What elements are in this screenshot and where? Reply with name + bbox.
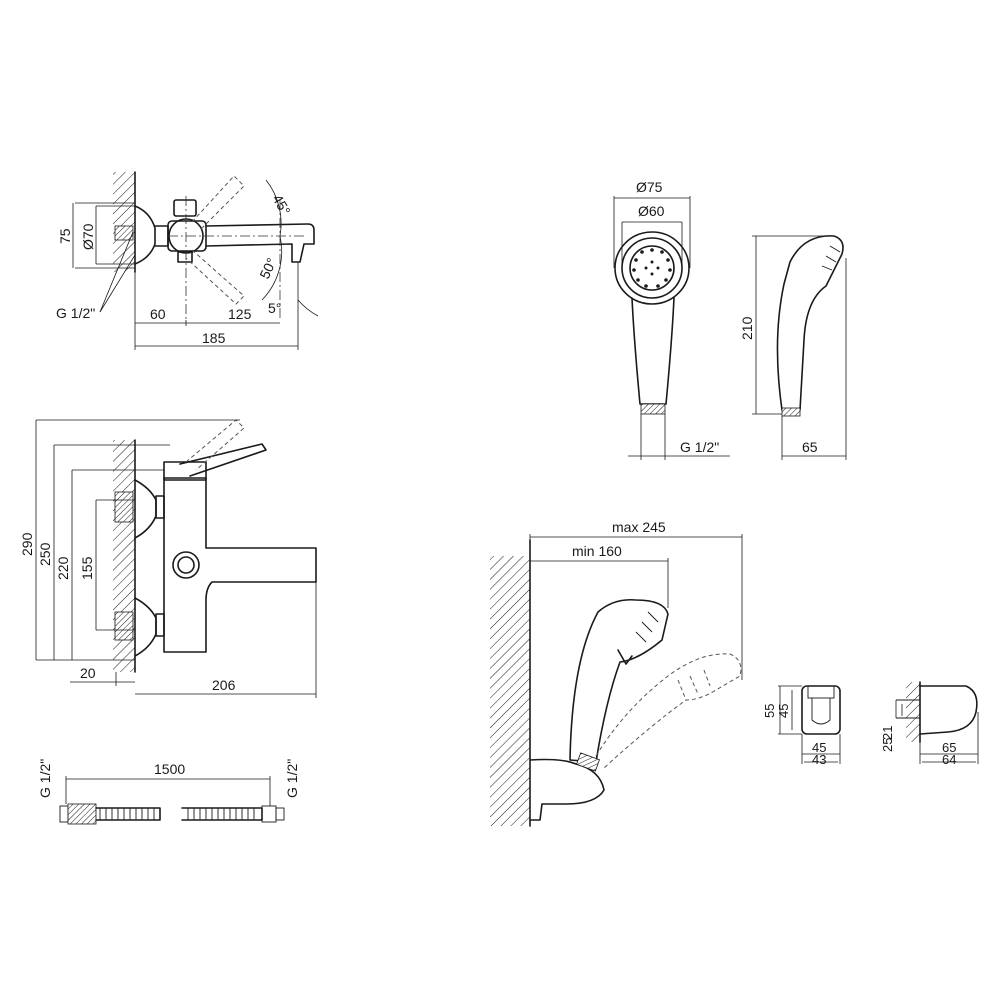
- dim-max-label: max 245: [612, 519, 666, 535]
- wall-hatch-bracket: [906, 682, 920, 742]
- hs-thread-label: G 1/2": [680, 439, 719, 455]
- dim-250-label: 250: [37, 542, 53, 566]
- dim-25-label: 25: [880, 738, 895, 752]
- dim-min-label: min 160: [572, 543, 622, 559]
- angle-5-label: 5°: [268, 300, 281, 316]
- hand-shower-view: Ø75 Ø60 G 1/2" 210 65: [613, 179, 847, 460]
- dim-64-label: 64: [942, 752, 956, 767]
- dim-185-label: 185: [202, 330, 226, 346]
- dim-65-label: 65: [802, 439, 818, 455]
- front-view: 290 250 220 155 20 206: [19, 419, 317, 698]
- wall-hatch-holder: [490, 556, 530, 826]
- dim-55-label: 55: [762, 704, 777, 718]
- dim-20-label: 20: [80, 665, 96, 681]
- dim-125-label: 125: [228, 306, 252, 322]
- dim-210-label: 210: [739, 316, 755, 340]
- dim-65b-label: 65: [942, 740, 956, 755]
- hose-thread-left: G 1/2": [37, 759, 53, 798]
- holder-view: max 245 min 160: [490, 519, 743, 827]
- dim-d60-label: Ø60: [638, 203, 665, 219]
- thread-label: G 1/2": [56, 305, 95, 321]
- dim-155-label: 155: [79, 556, 95, 580]
- dim-43-label: 43: [812, 752, 826, 767]
- dim-45h-label: 45: [776, 704, 791, 718]
- nozzle-dots: [632, 248, 672, 288]
- dim-45w-label: 45: [812, 740, 826, 755]
- dim-60-label: 60: [150, 306, 166, 322]
- angle-45-label: 45°: [269, 192, 293, 218]
- dim-220-label: 220: [55, 556, 71, 580]
- dim-d70-label: Ø70: [80, 223, 96, 250]
- wall-hatch: [113, 172, 135, 272]
- top-view: 45° 50° 5° 75 Ø70 G 1/2" 60 125 185: [56, 171, 319, 350]
- dim-290-label: 290: [19, 532, 35, 556]
- angle-50-label: 50°: [256, 255, 279, 281]
- hose-thread-right: G 1/2": [284, 759, 300, 798]
- hose-view: 1500 G 1/2" G 1/2": [37, 759, 300, 825]
- dim-1500-label: 1500: [154, 761, 185, 777]
- bracket-front-view: 55 45 45 43: [762, 685, 841, 767]
- dim-75-label: 75: [57, 228, 73, 244]
- dim-21-label: 21: [880, 726, 895, 740]
- dim-d75-label: Ø75: [636, 179, 663, 195]
- bracket-side-view: 25 21 65 64: [880, 681, 979, 767]
- dim-206-label: 206: [212, 677, 236, 693]
